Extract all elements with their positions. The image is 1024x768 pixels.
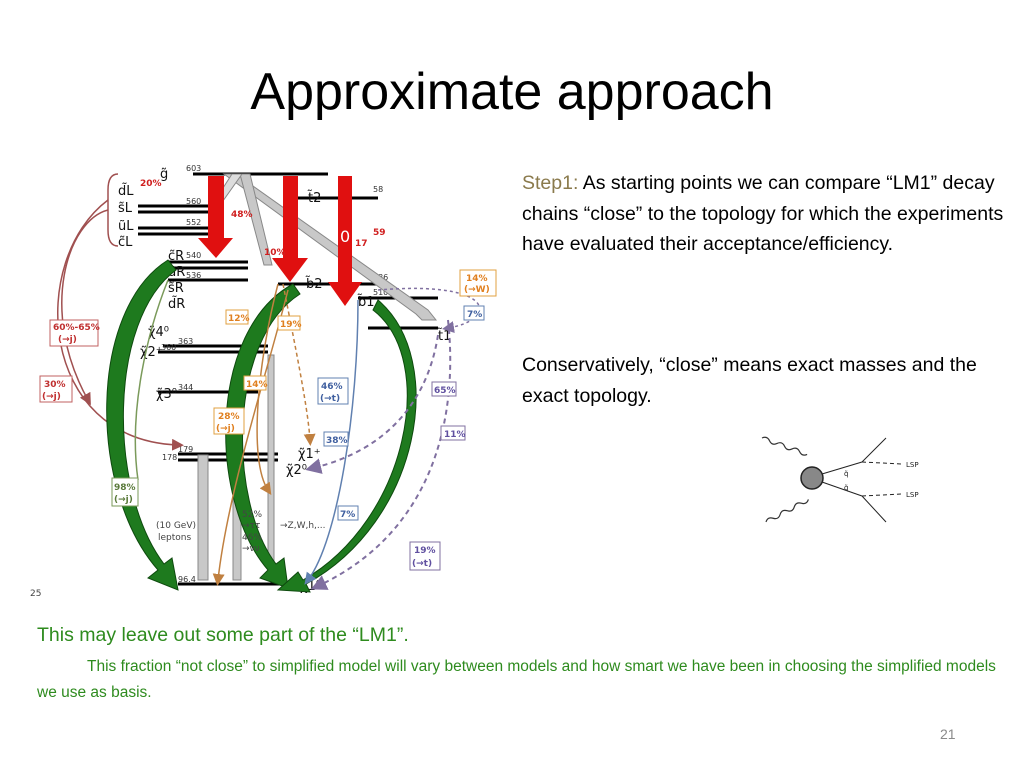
pct-label: (10 GeV) [156,521,196,531]
pct-label: 19% [414,546,436,556]
mass-label: 552 [186,218,201,227]
particle-label: c̃L [118,235,133,250]
pct-label: (→j) [58,335,77,345]
pct-label: (→W) [464,285,490,295]
particle-label: t̃2 [307,191,321,206]
pct-label: 11% [444,430,466,440]
mass-label: 179 [178,445,193,454]
step1-text: As starting points we can compare “LM1” … [522,172,1004,255]
pct-label: →ττ [242,521,260,531]
particle-label: ũL [118,219,134,234]
red-arrow-label: 0 [340,227,350,246]
pct-label: 38% [326,436,348,446]
pct-label: 60%-65% [53,323,100,333]
particle-label: b̃2 [305,277,323,292]
squark-label: q̃ [844,484,848,492]
particle-label: s̃R [168,281,184,296]
squark-label: q̃ [844,470,848,478]
mass-label: 360 [161,343,176,352]
mass-label: 603 [186,164,201,173]
particle-label: s̃L [118,201,133,216]
particle-label: b̃1 [357,295,375,310]
mass-label: 540 [186,251,201,260]
pct-label: 20% [140,179,162,189]
particle-label: c̃R [168,249,184,264]
particle-label: χ̃4⁰ [148,325,169,340]
pct-label: →Z,W,h,... [280,521,325,531]
pct-label: (→j) [42,392,61,402]
pct-label: 59 [373,228,386,238]
fraction-text: This fraction “not close” to simplified … [37,658,996,701]
pct-label: 98% [114,483,136,493]
mass-label: 510 [373,288,388,297]
mass-label: 344 [178,383,193,392]
pct-label: 19% [280,320,302,330]
lsp-label: LSP [906,461,919,469]
slide-number: 21 [940,726,956,742]
particle-label: g̃ [160,167,168,182]
leave-out-text: This may leave out some part of the “LM1… [37,624,409,646]
lsp-label: LSP [906,491,919,499]
pct-label: 48% [231,210,253,220]
pct-label: 28% [218,412,240,422]
fraction-paragraph: This fraction “not close” to simplified … [37,654,997,706]
step1-label: Step1: [522,172,579,194]
mass-label: 96.4 [178,575,196,584]
pct-label: (→t) [412,559,432,569]
particle-label: χ̃1⁺ [298,447,321,462]
pct-label: 12% [228,314,250,324]
mass-label: 560 [186,197,201,206]
pct-label: 17 [355,239,368,249]
particle-label: χ̃2⁰ [286,463,307,478]
feynman-diagram: LSP LSP q̃ q̃ [761,436,919,523]
lm1-decay-diagram: 603 560 552 540 536 363 360 344 179 178 … [30,164,497,599]
pct-label: 25 [30,589,41,599]
mass-label: 536 [186,271,201,280]
particle-label: χ̃2⁺ [140,345,163,360]
pct-label: 7% [340,510,355,520]
mass-label: 178 [162,453,177,462]
pct-label: 10% [264,248,286,258]
pct-label: (→t) [320,394,340,404]
pct-label: 30% [44,380,66,390]
pct-label: 52% [242,510,262,520]
particle-label: χ̃3⁰ [156,387,177,402]
mass-label: 58 [373,185,383,194]
pct-label: 65% [434,386,456,396]
pct-label: (→j) [216,424,235,434]
pct-label: 7% [467,310,482,320]
pct-label: (→j) [114,495,133,505]
conservative-paragraph: Conservatively, “close” means exact mass… [522,354,977,407]
particle-label: d̃L [118,184,134,199]
step1-paragraph: Step1: As starting points we can compare… [522,168,1017,260]
mass-label: 363 [178,337,193,346]
particle-label: d̃R [168,297,185,312]
pct-label: leptons [158,533,191,543]
pct-label: 14% [466,274,488,284]
pct-label: 14% [246,380,268,390]
pct-label: 46% [242,533,262,543]
pct-label: 46% [321,382,343,392]
pct-label: →νν [242,544,260,554]
slide-title: Approximate approach [250,63,774,121]
